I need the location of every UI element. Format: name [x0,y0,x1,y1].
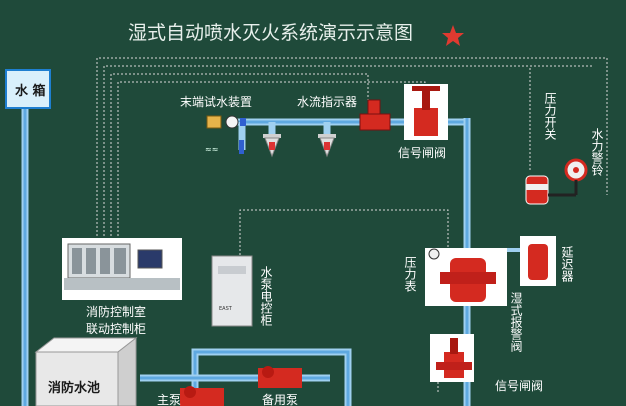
signal-valve-top: 信号闸阀 [398,84,448,160]
delayer-label: 延迟器 [560,246,574,283]
pressure-switch: 压力开关 [525,92,557,205]
pressure-gauge-label: 压力表 [403,256,417,292]
standby-pump: 备用泵 [258,366,302,406]
signal-valve-bottom: 信号闸阀 [430,334,543,393]
water-bell: 水力警铃 [548,128,604,197]
end-test-device: 末端试水装置 ≈≈ [180,94,252,154]
control-room-console: 消防控制室 联动控制柜 [62,238,182,336]
flow-indicator: 水流指示器 [297,94,391,131]
water-tank-label: 水 箱 [15,83,46,99]
water-bell-label: 水力警铃 [590,128,604,176]
linkage-cabinet-label: 联动控制柜 [86,322,146,336]
alarm-valve-label: 湿式报警阀 [509,291,523,353]
end-test-device-label: 末端试水装置 [180,94,252,109]
sprinkler-head [263,134,281,158]
svg-text:≈≈: ≈≈ [205,145,218,154]
control-room-label: 消防控制室 [86,304,146,319]
main-pump: 主泵 [157,386,224,406]
sprinkler-head [318,134,336,158]
diagram-title: 湿式自动喷水灭火系统演示示意图 [128,22,413,44]
delayer: 延迟器 [520,236,574,286]
pump-cabinet-label: 水泵电控柜 [259,266,273,326]
main-pump-label: 主泵 [157,393,181,406]
water-tank: 水 箱 [5,69,51,109]
cabinet-badge: EAST [219,306,233,312]
flow-indicator-label: 水流指示器 [297,94,357,109]
signal-valve-bottom-label: 信号闸阀 [495,379,543,393]
alarm-valve: 湿式报警阀 [425,248,523,353]
fire-pool-label: 消防水池 [48,380,100,396]
pressure-switch-label: 压力开关 [543,92,557,140]
signal-valve-top-label: 信号闸阀 [398,146,446,160]
star-icon [442,25,464,46]
standby-pump-label: 备用泵 [262,393,298,406]
pump-control-cabinet: EAST 水泵电控柜 [211,255,273,327]
fire-pool: 消防水池 [34,336,138,406]
